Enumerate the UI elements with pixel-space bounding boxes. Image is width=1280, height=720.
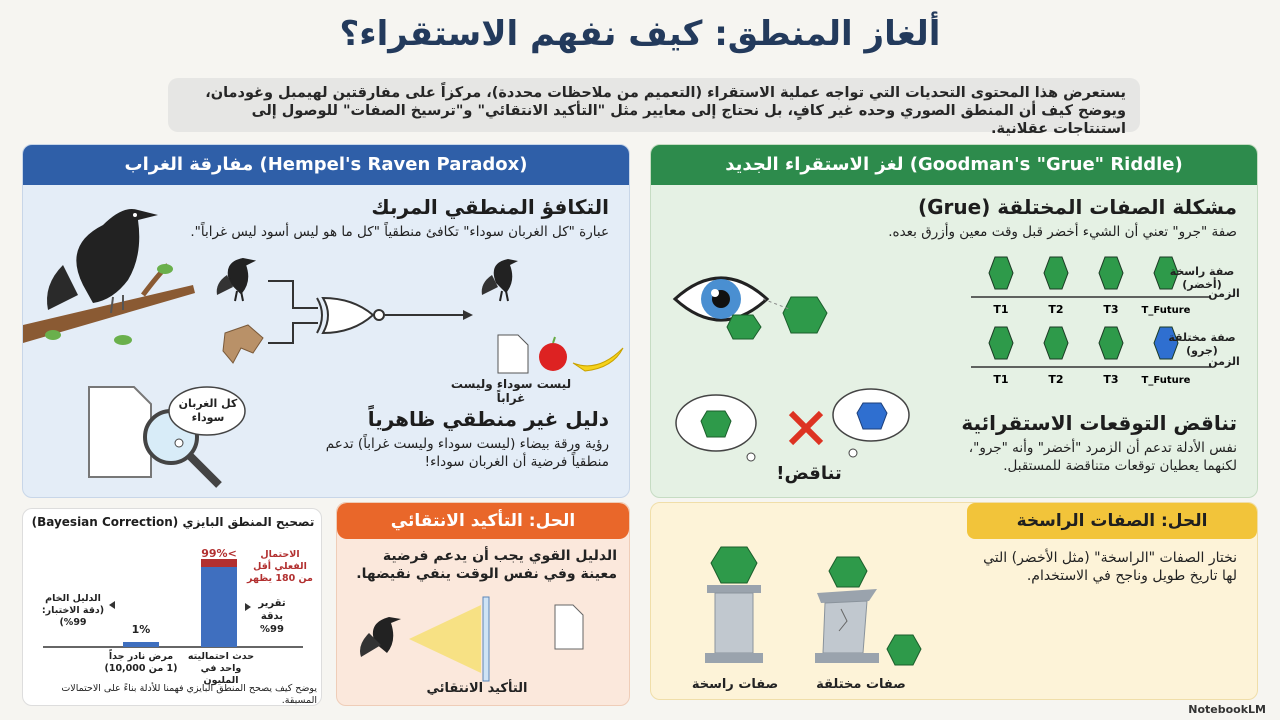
intro-text: يستعرض هذا المحتوى التحديات التي تواجه ع… (168, 78, 1140, 137)
paper-icon (497, 334, 529, 374)
gerrymandered-label: صفات مختلقة (816, 677, 906, 692)
entrenched-label: صفات راسخة (691, 677, 779, 692)
raw-evidence-annotation: الدليل الخام (دقة الاختبار: 99%) (41, 593, 105, 628)
pillars-illustration (705, 546, 922, 666)
logic-gate-diagram (216, 257, 624, 374)
grue-heading-contradiction: تناقض التوقعات الاستقرائية (961, 411, 1237, 435)
green-gem-3 (1098, 256, 1124, 290)
rare-disease-value: 1% (131, 623, 151, 636)
bayes-bar-chart (43, 559, 303, 648)
grue-gem-2 (1043, 326, 1069, 360)
raven-light-illustration (360, 596, 584, 682)
report-accuracy-annotation: تقرير بدقة 99% (258, 598, 286, 635)
grue-text-problem: صفة "جرو" تعني أن الشيء أخضر قبل وقت معي… (888, 224, 1237, 240)
time-axis-label-2: الزمن (1208, 355, 1240, 368)
gerrymandered-row-label: صفة مختلقة (جرو) (1168, 331, 1236, 357)
time-tick-label: T3 (1103, 373, 1118, 386)
gate-output-label: ليست سوداء وليست غراباً (450, 377, 572, 405)
green-gem-4 (1153, 256, 1179, 290)
contradiction-illustration (675, 388, 910, 462)
raven-thought-bubble: كل الغربان سوداء (178, 397, 238, 424)
selective-confirmation-text: الدليل القوي يجب أن يدعم فرضية معينة وفي… (356, 548, 617, 582)
bayesian-correction-panel: تصحيح المنطق البايزي (Bayesian Correctio… (22, 508, 322, 706)
banana-icon (572, 347, 624, 372)
time-tick-label: T3 (1103, 303, 1118, 316)
entrenched-row-label: صفة راسخة (أخضر) (1169, 265, 1235, 291)
grue-riddle-panel: لغز الاستقراء الجديد (Goodman's "Grue" R… (650, 144, 1258, 498)
million-event-bar (201, 567, 237, 647)
million-event-bar-top (201, 559, 237, 567)
time-tick-label: T1 (993, 303, 1008, 316)
time-tick-label: T2 (1048, 373, 1063, 386)
raven-on-branch-illustration (23, 209, 195, 345)
million-event-top-value: >99% (201, 547, 237, 560)
selective-confirmation-caption: التأكيد الانتقائي (426, 681, 528, 696)
green-timeline-row: T1 T2 T3 T_Future (971, 256, 1211, 316)
apple-icon (539, 336, 567, 371)
broken-object-icon (222, 324, 264, 364)
raven-heading-evidence: دليل غير منطقي ظاهرياً (367, 407, 609, 431)
output-raven-icon (481, 259, 518, 302)
entrenched-properties-panel: الحل: الصفات الراسخة نختار الصفات "الراس… (650, 502, 1258, 700)
time-tick-label: T1 (993, 373, 1008, 386)
entrenched-properties-header: الحل: الصفات الراسخة (967, 503, 1257, 539)
bayes-footer: يوضح كيف يصحح المنطق البايزي فهمنا للأدل… (61, 683, 317, 706)
grue-timeline-row: T1 T2 T3 T_Future (971, 326, 1211, 386)
notebooklm-logo: NotebookLM (1188, 703, 1266, 716)
contradiction-label: تناقض! (776, 463, 842, 484)
paper-magnifier-illustration (88, 386, 246, 488)
grue-text-contradiction: نفس الأدلة تدعم أن الزمرد "أخضر" وأنه "ج… (968, 440, 1237, 474)
grue-gem-1 (988, 326, 1014, 360)
actual-probability-annotation: الاحتمال الفعلي أقل من 180 يظهر (247, 549, 313, 584)
grue-heading-problem: مشكلة الصفات المختلقة (Grue) (917, 195, 1237, 219)
green-gem-2 (1043, 256, 1069, 290)
bayes-title: تصحيح المنطق البايزي (Bayesian Correctio… (31, 515, 315, 529)
grue-gem-4 (1153, 326, 1179, 360)
selective-confirmation-header: الحل: التأكيد الانتقائي (337, 503, 629, 539)
time-tick-label: T2 (1048, 303, 1063, 316)
raven-paradox-panel: مفارقة الغراب (Hempel's Raven Paradox) ا… (22, 144, 630, 498)
rare-disease-label: مرض نادر جداً (1 من 10,000) (104, 651, 178, 674)
raven-heading-equivalence: التكافؤ المنطقي المربك (371, 195, 609, 219)
page-title: ألغاز المنطق: كيف نفهم الاستقراء؟ (339, 14, 941, 54)
rare-disease-bar (123, 642, 159, 647)
raven-text-equivalence: عبارة "كل الغربان سوداء" تكافئ منطقياً "… (190, 224, 609, 240)
grue-gem-3 (1098, 326, 1124, 360)
time-tick-label: T_Future (1142, 375, 1191, 386)
small-raven-icon (216, 257, 257, 302)
eye-emerald-illustration (672, 276, 828, 340)
green-gem-1 (988, 256, 1014, 290)
time-axis-label-1: الزمن (1208, 287, 1240, 300)
grue-panel-header: لغز الاستقراء الجديد (Goodman's "Grue" R… (651, 145, 1257, 185)
million-event-label: حدث احتماليته واحد في المليون (187, 651, 255, 686)
selective-confirmation-panel: الحل: التأكيد الانتقائي الدليل القوي يجب… (336, 502, 630, 706)
raven-panel-header: مفارقة الغراب (Hempel's Raven Paradox) (23, 145, 629, 185)
time-tick-label: T_Future (1142, 305, 1191, 316)
raven-text-evidence: رؤية ورقة بيضاء (ليست سوداء وليست غراباً… (325, 436, 609, 470)
entrenched-properties-text: نختار الصفات "الراسخة" (مثل الأخضر) التي… (983, 550, 1237, 584)
